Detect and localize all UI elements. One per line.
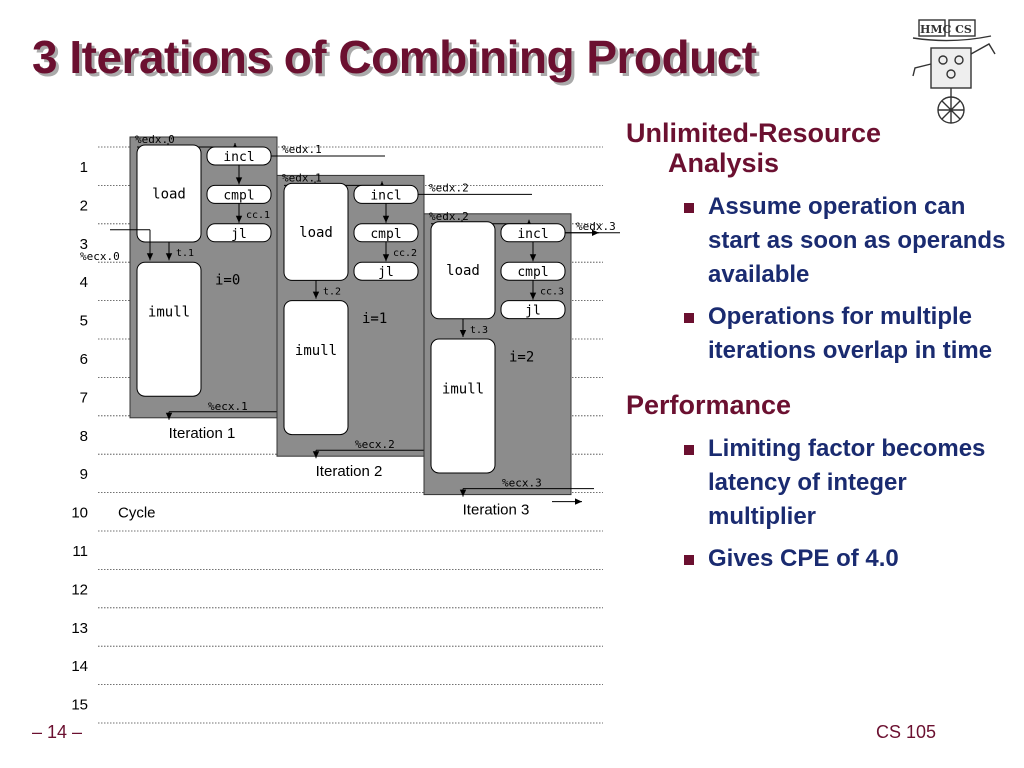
jl-op-label: jl [378, 265, 394, 280]
arrow-head [529, 292, 537, 300]
load-label: load [446, 263, 480, 279]
cmpl-op-label: cmpl [223, 188, 254, 203]
iteration-2: %edx.1 load incl cmpl jl cc.2 %edx.2 t.2 imull i=… [276, 171, 532, 480]
cc-label: cc.3 [540, 287, 564, 298]
i-label: i=1 [362, 311, 387, 327]
cycle-number: 15 [71, 697, 88, 714]
cc-label: cc.1 [246, 210, 270, 221]
imull-label: imull [295, 343, 337, 359]
arrow-head [165, 412, 173, 420]
arrow-head [312, 451, 320, 459]
jl-op-label: jl [231, 227, 247, 242]
cmpl-op-label: cmpl [517, 265, 548, 280]
arrow-head [312, 291, 320, 299]
heading-performance: Performance [626, 390, 792, 420]
ecx-out-label: %ecx.1 [208, 400, 248, 413]
bullet-item: Limiting factor becomes latency of integ… [626, 432, 1018, 534]
cycle-number: 11 [72, 543, 88, 560]
incl-op-label: incl [370, 188, 401, 203]
arrow-head [146, 253, 154, 261]
cycle-axis-label: Cycle [118, 505, 156, 522]
imull-op [136, 261, 202, 397]
cycle-number: 9 [80, 466, 88, 483]
arrow-head [382, 215, 390, 223]
jl-op-label: jl [525, 304, 541, 319]
ecx-out-label: %ecx.3 [502, 477, 542, 490]
analysis-bullets: Assume operation can start as soon as op… [626, 190, 1018, 368]
heading-analysis: Analysis [668, 148, 780, 178]
cmpl-op-label: cmpl [370, 227, 401, 242]
imull-op [283, 300, 349, 436]
edx-out-label: %edx.1 [282, 143, 322, 156]
arrow-head [575, 498, 582, 505]
iteration-label: Iteration 2 [316, 463, 383, 480]
imull-label: imull [442, 381, 484, 397]
hmc-cs-logo: HMC CS [912, 19, 996, 124]
edx-out-label: %edx.3 [576, 220, 616, 233]
arrow-head [592, 229, 599, 236]
ecx-in-label: %ecx.0 [80, 250, 120, 263]
course-label: CS 105 [876, 722, 937, 742]
bullet-item: Gives CPE of 4.0 [626, 542, 1018, 576]
cmpl-op [206, 184, 272, 204]
edx-in-label: %edx.2 [429, 210, 469, 223]
performance-bullets: Limiting factor becomes latency of integ… [626, 432, 1018, 576]
imull-label: imull [148, 305, 190, 321]
iteration-1: %edx.0 load incl cmpl jl cc.1 %edx.1 t.1 %ecx.0 i… [80, 133, 385, 442]
slide-title: 3 Iterations of Combining Product [32, 31, 757, 83]
cycle-number: 2 [80, 197, 88, 214]
edx-in-label: %edx.1 [282, 171, 322, 184]
i-label: i=2 [509, 349, 534, 365]
cycle-number: 3 [80, 236, 88, 253]
cycle-number: 6 [80, 351, 88, 368]
edx-in-label: %edx.0 [135, 133, 175, 146]
ecx-out-label: %ecx.2 [355, 438, 395, 451]
page-number: – 14 – [32, 722, 83, 742]
bullet-item: Assume operation can start as soon as op… [626, 190, 1018, 292]
incl-op-label: incl [517, 227, 548, 242]
iteration-label: Iteration 1 [169, 425, 236, 442]
analysis-text: Unlimited-Resource Analysis Assume opera… [626, 118, 1018, 584]
arrow-head [382, 254, 390, 262]
cc-label: cc.2 [393, 248, 417, 259]
arrow-head [459, 489, 467, 497]
t-label: t.3 [470, 325, 488, 336]
jl-op [500, 300, 566, 320]
cycle-number: 10 [71, 505, 88, 522]
svg-text:HMC CS: HMC CS [920, 23, 972, 36]
arrow-head [235, 177, 243, 185]
cycle-number: 1 [80, 159, 88, 176]
iteration-label: Iteration 3 [463, 502, 530, 519]
imull-op [430, 338, 496, 474]
heading-unlimited-resource: Unlimited-Resource [626, 118, 882, 148]
cycle-number: 4 [80, 274, 88, 291]
edx-out-label: %edx.2 [429, 181, 469, 194]
jl-op [353, 261, 419, 281]
cycle-number: 8 [80, 428, 88, 445]
jl-op [206, 223, 272, 243]
t-label: t.1 [176, 248, 194, 259]
i-label: i=0 [215, 273, 240, 289]
load-label: load [299, 225, 333, 241]
cycle-number: 14 [71, 658, 88, 675]
iteration-3: %edx.2 load incl cmpl jl cc.3 %edx.3 t.3 imull i=… [423, 210, 620, 519]
t-label: t.2 [323, 287, 341, 298]
arrow-head [459, 330, 467, 337]
cycle-number: 13 [71, 620, 88, 637]
iterations: %edx.0 load incl cmpl jl cc.1 %edx.1 t.1 %ecx.0 i… [80, 133, 620, 519]
bullet-item: Operations for multiple iterations overl… [626, 300, 1018, 368]
incl-op-label: incl [223, 150, 254, 165]
arrow-head [529, 254, 537, 262]
load-label: load [152, 186, 186, 202]
arrow-head [165, 253, 173, 261]
arrow-head [235, 215, 243, 223]
cycle-number: 12 [71, 581, 88, 598]
cycle-number: 7 [80, 389, 88, 406]
cycle-number: 5 [80, 313, 88, 330]
